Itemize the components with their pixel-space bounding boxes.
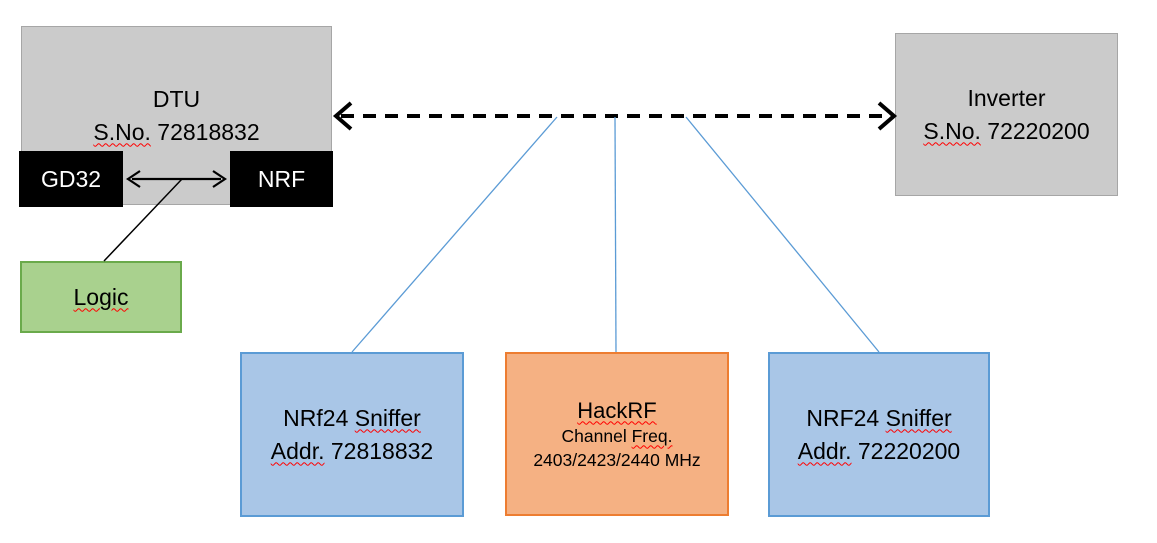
dashed-link-right-arrowhead <box>877 101 898 131</box>
sniffer-right-title: NRF24 Sniffer <box>806 402 951 435</box>
gd32-node: GD32 <box>19 151 123 207</box>
hackrf-frequencies: 2403/2423/2440 MHz <box>533 449 701 470</box>
dashed-link-left-arrowhead <box>332 101 353 131</box>
sniffer-left-addr-label: Addr. <box>270 437 325 464</box>
hackrf-channel-line: Channel Freq. <box>562 424 673 448</box>
sniffer-right-addr-label: Addr. <box>797 437 852 464</box>
sniffer-left-addr-value: 72818832 <box>330 437 434 464</box>
hackrf-tap-line <box>614 116 617 353</box>
sniffer-right-tap-line <box>685 116 880 353</box>
sniffer-right-addr-value: 72220200 <box>857 437 961 464</box>
logic-node: Logic <box>20 261 182 333</box>
sniffer-left-name: NRf24 <box>283 404 349 431</box>
inverter-serial: S.No. 72220200 <box>923 115 1089 148</box>
inverter-title: Inverter <box>967 84 1046 111</box>
sniffer-left-addr: Addr. 72818832 <box>271 435 433 468</box>
hackrf-node: HackRF Channel Freq. 2403/2423/2440 MHz <box>505 352 729 516</box>
sniffer-left-node: NRf24 Sniffer Addr. 72818832 <box>240 352 464 517</box>
sniffer-right-addr: Addr. 72220200 <box>798 435 960 468</box>
sniffer-right-type: Sniffer <box>885 404 952 431</box>
hackrf-freq-word: Freq. <box>631 425 673 446</box>
sniffer-right-name: NRF24 <box>806 404 880 431</box>
logic-label: Logic <box>73 283 129 310</box>
dtu-title: DTU <box>152 85 201 112</box>
dtu-serial-value: 72818832 <box>157 118 260 145</box>
gd32-label: GD32 <box>40 165 102 192</box>
sniffer-right-node: NRF24 Sniffer Addr. 72220200 <box>768 352 990 517</box>
inverter-serial-label: S.No. <box>923 117 981 144</box>
nrf-label: NRF <box>257 165 306 192</box>
dtu-serial-label: S.No. <box>93 118 151 145</box>
hackrf-title: HackRF <box>577 397 657 423</box>
sniffer-left-title: NRf24 Sniffer <box>283 402 421 435</box>
sniffer-left-tap-line <box>351 116 558 353</box>
sniffer-left-type: Sniffer <box>354 404 421 431</box>
dtu-serial: S.No. 72818832 <box>93 116 259 149</box>
inverter-node: Inverter S.No. 72220200 <box>895 33 1118 196</box>
nrf-node: NRF <box>230 151 333 207</box>
inverter-serial-value: 72220200 <box>987 117 1090 144</box>
hackrf-channel-label: Channel <box>561 425 627 446</box>
